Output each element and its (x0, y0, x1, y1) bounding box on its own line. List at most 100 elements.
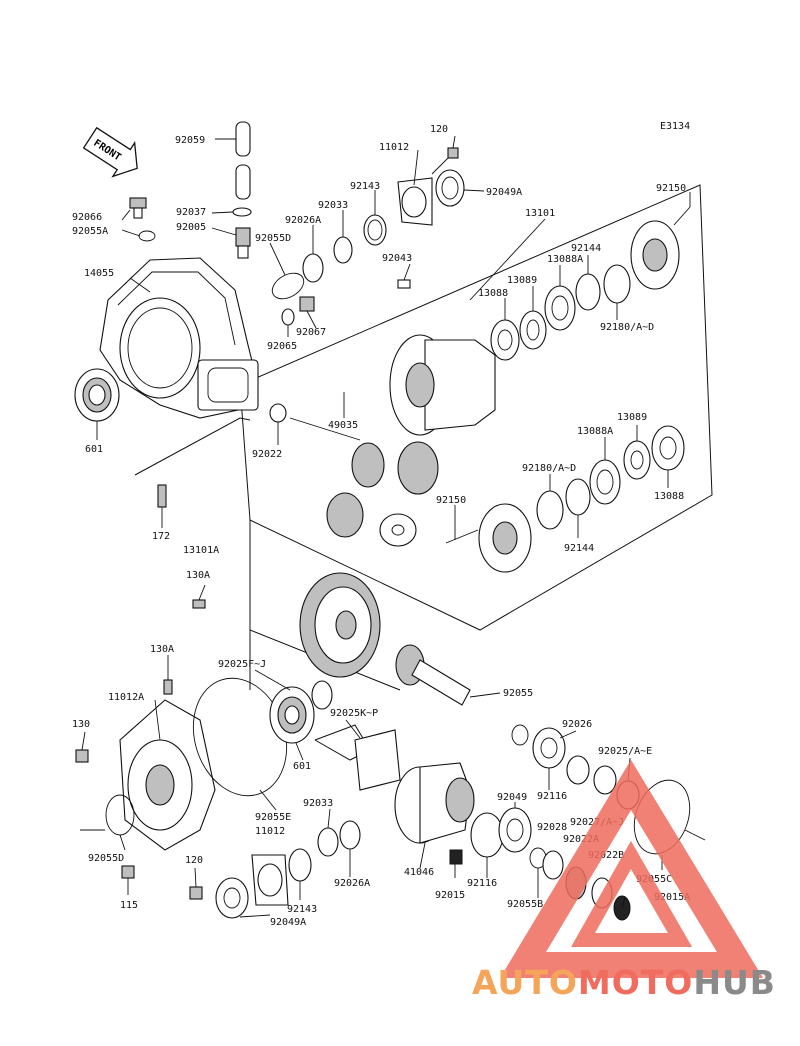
front-arrow-icon: FRONT (82, 126, 138, 178)
part-13101-diff-case (389, 334, 496, 436)
part-92033-ring-upper (333, 236, 353, 264)
diagram-code: E3134 (660, 121, 690, 132)
part-13089-disc-upper (519, 310, 547, 350)
watermark-auto: AUTO (472, 963, 578, 1002)
label-92026A-lower: 92026A (334, 878, 370, 889)
part-92059-pin (215, 121, 251, 200)
part-92150-bolt-upper (673, 206, 691, 226)
part-92066-plug (129, 197, 147, 219)
part-pinion-gear-right (397, 441, 439, 495)
part-pinion-shaft (395, 644, 471, 706)
watermark-moto: MOTO (578, 963, 693, 1002)
part-92144-washer-lower (565, 478, 591, 516)
part-11012-cover-upper (397, 177, 433, 226)
part-92116-seal-mid (470, 812, 504, 858)
part-601-bearing-upper (74, 368, 120, 422)
part-92065-washer (281, 308, 295, 326)
part-130A-bolt-lower (163, 679, 173, 695)
label-92025KP: 92025K~P (330, 708, 378, 719)
label-92055E: 92055E (255, 812, 291, 823)
label-92143-lower: 92143 (287, 904, 317, 915)
label-601-upper: 601 (85, 444, 103, 455)
part-side-gear (326, 492, 364, 538)
label-92022A: 92022A (563, 834, 599, 845)
label-13089-lower: 13089 (617, 412, 647, 423)
part-172-stud (157, 484, 167, 508)
label-92005: 92005 (176, 222, 206, 233)
label-11012-upper: 11012 (379, 142, 409, 153)
part-13088-plate-lower (651, 425, 685, 471)
part-92026A-ring-upper (302, 253, 324, 283)
label-92025FJ: 92025F~J (218, 659, 266, 670)
label-92055: 92055 (503, 688, 533, 699)
label-92055C: 92055C (636, 874, 672, 885)
part-92025FJ-shim (311, 680, 333, 710)
label-92067: 92067 (296, 327, 326, 338)
part-92026A-ring-lower (339, 820, 361, 850)
label-92037: 92037 (176, 207, 206, 218)
watermark-logo (500, 759, 764, 978)
label-13088-upper: 13088 (478, 288, 508, 299)
part-92055A-oring (138, 230, 156, 242)
bracket-172 (134, 417, 251, 476)
label-92055D-upper: 92055D (255, 233, 291, 244)
label-92043: 92043 (382, 253, 412, 264)
part-13088-plate-upper (490, 319, 520, 361)
part-pinion-gear-left (351, 442, 385, 488)
label-92049A-upper: 92049A (486, 187, 522, 198)
label-92059: 92059 (175, 135, 205, 146)
part-11012-cover-lower (251, 854, 289, 906)
label-130A-lower: 130A (150, 644, 174, 655)
watermark-hub: HUB (693, 963, 776, 1002)
part-thrust-washer (379, 513, 417, 547)
label-601-lower: 601 (293, 761, 311, 772)
label-92116-right: 92116 (537, 791, 567, 802)
label-130: 130 (72, 719, 90, 730)
label-130A-upper: 130A (186, 570, 210, 581)
watermark-triangle-icon (500, 759, 764, 978)
part-92025AE-shim (593, 765, 617, 795)
label-92015: 92015 (435, 890, 465, 901)
label-92026A-upper: 92026A (285, 215, 321, 226)
part-130A-bolt-upper (192, 599, 206, 609)
label-13089-upper: 13089 (507, 275, 537, 286)
label-13088A-lower: 13088A (577, 426, 613, 437)
part-92055-oring (511, 724, 529, 746)
label-92055D-lower: 92055D (88, 853, 124, 864)
part-13088A-plate-upper (544, 285, 576, 331)
label-92055B: 92055B (507, 899, 543, 910)
part-92116-seal-right (532, 727, 566, 769)
part-92043-pin (397, 279, 411, 289)
part-92143-seal-upper (363, 214, 387, 246)
label-49035: 49035 (328, 420, 358, 431)
part-92015-nut (449, 849, 463, 865)
part-92022-washer (269, 403, 287, 423)
label-92065: 92065 (267, 341, 297, 352)
part-92150-hub-upper (630, 220, 680, 290)
part-115-bolt (121, 865, 135, 879)
label-120-upper: 120 (430, 124, 448, 135)
label-115: 115 (120, 900, 138, 911)
label-92022: 92022 (252, 449, 282, 460)
part-49035-shaft (289, 417, 361, 441)
leader-lines (80, 135, 706, 918)
part-41046-carrier (394, 762, 475, 844)
part-92144-washer-upper (575, 273, 601, 311)
watermark-text: AUTOMOTOHUB (472, 963, 776, 1002)
part-13088A-plate-lower (589, 459, 621, 505)
label-92055A: 92055A (72, 226, 108, 237)
part-92180-shim-lower (536, 490, 564, 530)
part-ring-gear (299, 572, 381, 678)
part-92150-bolt-lower (445, 529, 479, 544)
label-92116-mid: 92116 (467, 878, 497, 889)
part-92026-ring (566, 755, 590, 785)
label-41046: 41046 (404, 867, 434, 878)
label-13088A-upper: 13088A (547, 254, 583, 265)
part-92033-ring-lower (317, 827, 339, 857)
watermark-inner-triangle-icon (571, 840, 693, 947)
part-130-bolt (75, 749, 89, 763)
part-92037-washer (232, 207, 252, 217)
label-92143-upper: 92143 (350, 181, 380, 192)
part-92028-spacer (542, 850, 564, 880)
